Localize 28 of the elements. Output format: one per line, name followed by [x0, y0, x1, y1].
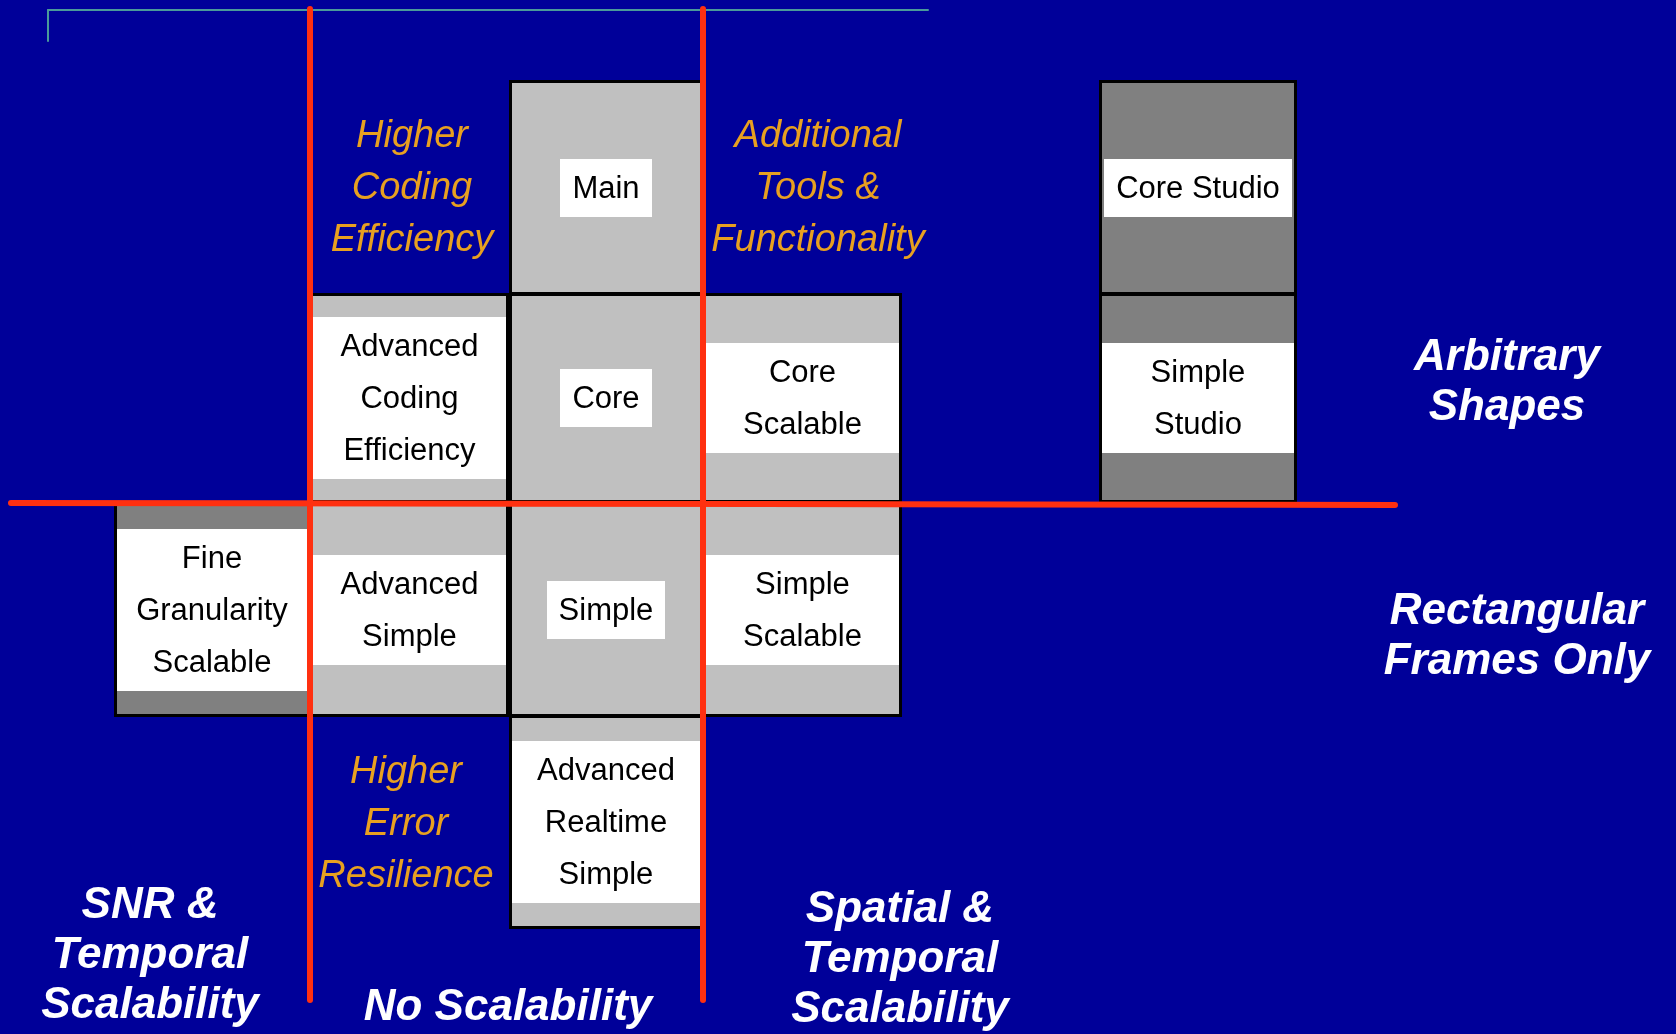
axis-label: Arbitrary Shapes [1412, 330, 1603, 430]
profile-cell [310, 503, 509, 717]
profile-cell [1099, 80, 1297, 295]
axis-label: SNR & Temporal Scalability [40, 878, 262, 1028]
profile-cell [509, 293, 703, 503]
profile-name: Advanced Realtime Simple [512, 741, 700, 903]
profile-name: Advanced Simple [313, 555, 506, 665]
profile-name: Simple Studio [1102, 343, 1294, 453]
axis-label: Spatial & Temporal Scalability [790, 882, 1012, 1032]
axis-label: Rectangular Frames Only [1382, 584, 1653, 684]
axis-label: No Scalability [362, 980, 655, 1030]
profile-name: Advanced Coding Efficiency [313, 317, 506, 479]
profile-name: Fine Granularity Scalable [117, 529, 307, 691]
profile-cell [310, 293, 509, 503]
profile-cell [1099, 293, 1297, 503]
profile-name: Main [560, 158, 652, 217]
profile-name: Core [560, 369, 652, 427]
profile-name: Core Scalable [706, 343, 899, 453]
feature-label: Additional Tools & Functionality [710, 112, 928, 261]
profile-cell [114, 503, 310, 717]
profile-name: Core Studio [1104, 158, 1292, 217]
profile-name: Simple Scalable [706, 555, 899, 665]
feature-label: Higher Error Resilience [317, 748, 495, 897]
profile-cell [703, 293, 902, 503]
profile-cell [509, 80, 703, 295]
profile-name: Simple [546, 581, 666, 639]
profile-cell [509, 715, 703, 929]
feature-label: Higher Coding Efficiency [329, 112, 496, 261]
